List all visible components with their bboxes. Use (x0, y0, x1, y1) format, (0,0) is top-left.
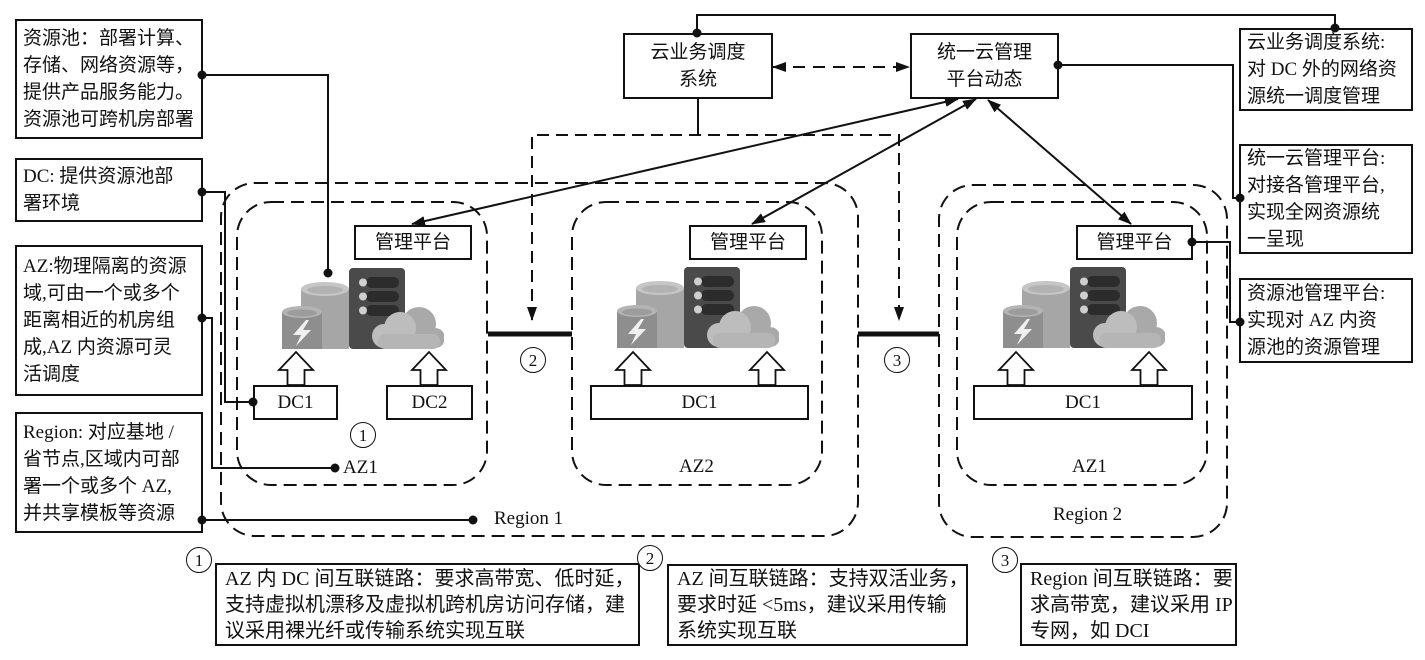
mgmt-link-region1-az2 (751, 98, 977, 225)
dc-box: DC1 (973, 385, 1193, 420)
note-line: 专网，如 DCI (1030, 619, 1150, 642)
note-line: AZ 内 DC 间互联链路：要求高带宽、低时延， (225, 567, 635, 590)
note-line: 云业务调度系统: (1247, 32, 1386, 53)
note-line: 源统一调度管理 (1247, 86, 1381, 107)
note-line: 源池的资源管理 (1247, 337, 1381, 358)
note-line: AZ:物理隔离的资源 (23, 256, 187, 277)
note-line: 对 DC 外的网络资 (1247, 59, 1397, 80)
up-arrow-icon (409, 350, 449, 386)
note-resource-pool: 资源池：部署计算、 存储、网络资源等， 提供产品服务能力。 资源池可跨机房部署 (15, 19, 203, 139)
callout-line-dc (202, 191, 253, 403)
resource-pool-icon (1003, 267, 1165, 348)
unified-mgmt-box: 统一云管理 平台动态 (910, 33, 1059, 99)
note-line: 距离相近的机房组 (23, 310, 176, 331)
note-line: 省节点,区域内可部 (23, 448, 180, 470)
resource-pool-icon (282, 268, 444, 349)
az-label: AZ1 (343, 457, 378, 478)
note-line: 资源池可跨机房部署 (23, 109, 195, 130)
link-marker-2: 2 (520, 347, 546, 373)
box-line: 云业务调度 (650, 42, 746, 63)
note-line: 求高带宽，建议采用 IP (1030, 593, 1233, 616)
note-unified-mgmt: 统一云管理平台: 对接各管理平台, 实现全网资源统 一呈现 (1239, 144, 1413, 254)
connector-dot (323, 268, 333, 278)
connector-dot (330, 463, 340, 473)
note-line: 实现全网资源统 (1247, 202, 1381, 223)
az-label: AZ1 (1072, 456, 1107, 477)
up-arrow-icon (996, 350, 1036, 386)
note-line: 资源池管理平台: (1247, 283, 1386, 304)
connector-dot (468, 515, 478, 525)
legend-note-1: AZ 内 DC 间互联链路：要求高带宽、低时延， 支持虚拟机漂移及虚拟机跨机房访… (215, 563, 640, 646)
note-line: 系统实现互联 (677, 620, 797, 642)
mgmt-link-region1-az1 (411, 97, 959, 226)
note-az: AZ:物理隔离的资源 域,可由一个或多个 距离相近的机房组 成,AZ 内资源可灵… (15, 245, 203, 396)
up-arrow-icon (613, 350, 653, 386)
link-marker-1: 1 (350, 422, 376, 448)
note-line: 并共享模板等资源 (23, 502, 176, 524)
note-line: DC: 提供资源池部 (23, 166, 174, 187)
up-arrow-icon (276, 350, 316, 386)
callout-line-pool-mgmt (1192, 241, 1240, 323)
cloud-scheduler-box: 云业务调度 系统 (623, 33, 773, 99)
link-marker-3: 3 (884, 347, 910, 373)
az-label: AZ2 (679, 456, 714, 477)
legend-note-3: Region 间互联链路：要 求高带宽，建议采用 IP 专网，如 DCI (1020, 563, 1237, 646)
note-line: Region 间互联链路：要 (1030, 567, 1233, 590)
note-line: 域,可由一个或多个 (23, 283, 180, 304)
callout-line-unified-mgmt (1058, 64, 1240, 199)
note-line: 活调度 (23, 364, 81, 385)
note-line: 议采用裸光纤或传输系统实现互联 (225, 619, 525, 642)
note-region: Region: 对应基地 / 省节点,区域内可部 署一个或多个 AZ, 并共享模… (15, 412, 203, 533)
mgmt-platform-box: 管理平台 (1076, 225, 1193, 260)
region-label: Region 2 (1053, 504, 1123, 525)
legend-marker-2: 2 (637, 545, 663, 571)
dc-box: DC2 (386, 385, 473, 420)
note-line: 要求时延 <5ms，建议采用传输 (677, 594, 947, 616)
note-line: 支持虚拟机漂移及虚拟机跨机房访问存储，建 (225, 593, 625, 616)
note-line: 对接各管理平台, (1247, 175, 1385, 196)
note-line: 实现对 AZ 内资 (1247, 310, 1377, 331)
resource-pool-icon (617, 267, 779, 348)
mgmt-platform-box: 管理平台 (689, 225, 807, 260)
up-arrow-icon (747, 350, 787, 386)
dc-box: DC1 (253, 385, 338, 420)
box-line: 统一云管理 (936, 42, 1032, 63)
note-line: 一呈现 (1247, 229, 1305, 250)
mgmt-link-region2-az1 (987, 99, 1132, 225)
note-line: AZ 间互联链路：支持双活业务， (677, 568, 969, 590)
box-line: 系统 (678, 69, 717, 90)
box-line: 平台动态 (946, 69, 1023, 90)
note-line: 成,AZ 内资源可灵 (23, 337, 172, 358)
legend-note-2: AZ 间互联链路：支持双活业务， 要求时延 <5ms，建议采用传输 系统实现互联 (667, 564, 969, 646)
mgmt-platform-box: 管理平台 (354, 225, 472, 260)
note-cloud-scheduler: 云业务调度系统: 对 DC 外的网络资 源统一调度管理 (1239, 28, 1413, 111)
note-dc: DC: 提供资源池部 署环境 (15, 158, 203, 222)
note-pool-mgmt: 资源池管理平台: 实现对 AZ 内资 源池的资源管理 (1239, 278, 1413, 363)
note-line: 提供产品服务能力。 (23, 82, 195, 103)
note-line: 署一个或多个 AZ, (23, 475, 172, 497)
region-label: Region 1 (494, 508, 564, 529)
dc-box: DC1 (590, 385, 809, 420)
note-line: 存储、网络资源等， (23, 55, 195, 76)
note-line: 资源池：部署计算、 (23, 28, 195, 49)
note-line: Region: 对应基地 / (23, 421, 174, 443)
legend-marker-1: 1 (186, 547, 212, 573)
up-arrow-icon (1129, 350, 1169, 386)
note-line: 署环境 (23, 193, 81, 214)
note-line: 统一云管理平台: (1247, 148, 1386, 169)
callout-line-resource-pool (202, 74, 329, 273)
legend-marker-3: 3 (992, 547, 1018, 573)
